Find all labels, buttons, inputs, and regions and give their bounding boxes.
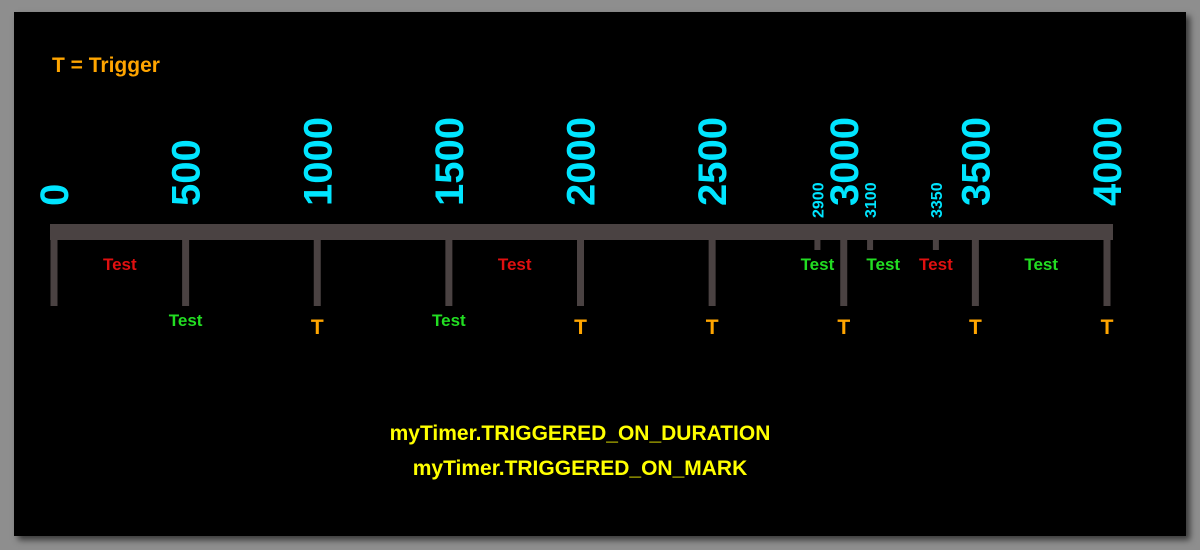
trigger-marker: T bbox=[1101, 316, 1114, 339]
trigger-marker: T bbox=[706, 316, 719, 339]
major-tick bbox=[445, 224, 453, 306]
test-label: Test bbox=[169, 311, 203, 330]
major-tick bbox=[840, 224, 848, 306]
major-tick bbox=[50, 224, 58, 306]
scale-label: 2000 bbox=[560, 117, 604, 206]
major-tick bbox=[708, 224, 716, 306]
test-label: Test bbox=[498, 255, 532, 274]
minor-scale-label: 2900 bbox=[810, 182, 827, 218]
major-tick bbox=[182, 224, 190, 306]
trigger-marker: T bbox=[574, 316, 587, 339]
code-line: myTimer.TRIGGERED_ON_DURATION bbox=[390, 422, 771, 445]
code-line: myTimer.TRIGGERED_ON_MARK bbox=[413, 457, 748, 480]
test-label: Test bbox=[1024, 255, 1058, 274]
trigger-marker: T bbox=[837, 316, 850, 339]
scale-label: 1500 bbox=[428, 117, 472, 206]
test-label: Test bbox=[801, 255, 835, 274]
scale-label: 4000 bbox=[1086, 117, 1130, 206]
minor-tick bbox=[814, 224, 821, 250]
minor-scale-label: 3100 bbox=[863, 182, 880, 218]
major-tick bbox=[1103, 224, 1111, 306]
scale-label: 0 bbox=[33, 184, 77, 206]
trigger-marker: T bbox=[969, 316, 982, 339]
major-tick bbox=[577, 224, 584, 306]
trigger-marker: T bbox=[311, 316, 324, 339]
test-label: Test bbox=[866, 255, 900, 274]
test-label: Test bbox=[103, 255, 137, 274]
legend-text: T = Trigger bbox=[52, 54, 160, 77]
scale-label: 2500 bbox=[691, 117, 735, 206]
major-tick bbox=[313, 224, 321, 306]
scale-label: 1000 bbox=[296, 117, 340, 206]
major-tick bbox=[971, 224, 979, 306]
test-label: Test bbox=[432, 311, 466, 330]
scale-label: 500 bbox=[165, 139, 209, 206]
minor-scale-label: 3350 bbox=[929, 182, 946, 218]
diagram-panel bbox=[14, 12, 1186, 536]
test-label: Test bbox=[919, 255, 953, 274]
scale-label: 3500 bbox=[954, 117, 998, 206]
scale-label: 3000 bbox=[823, 117, 867, 206]
minor-tick bbox=[867, 224, 874, 250]
minor-tick bbox=[932, 224, 939, 250]
